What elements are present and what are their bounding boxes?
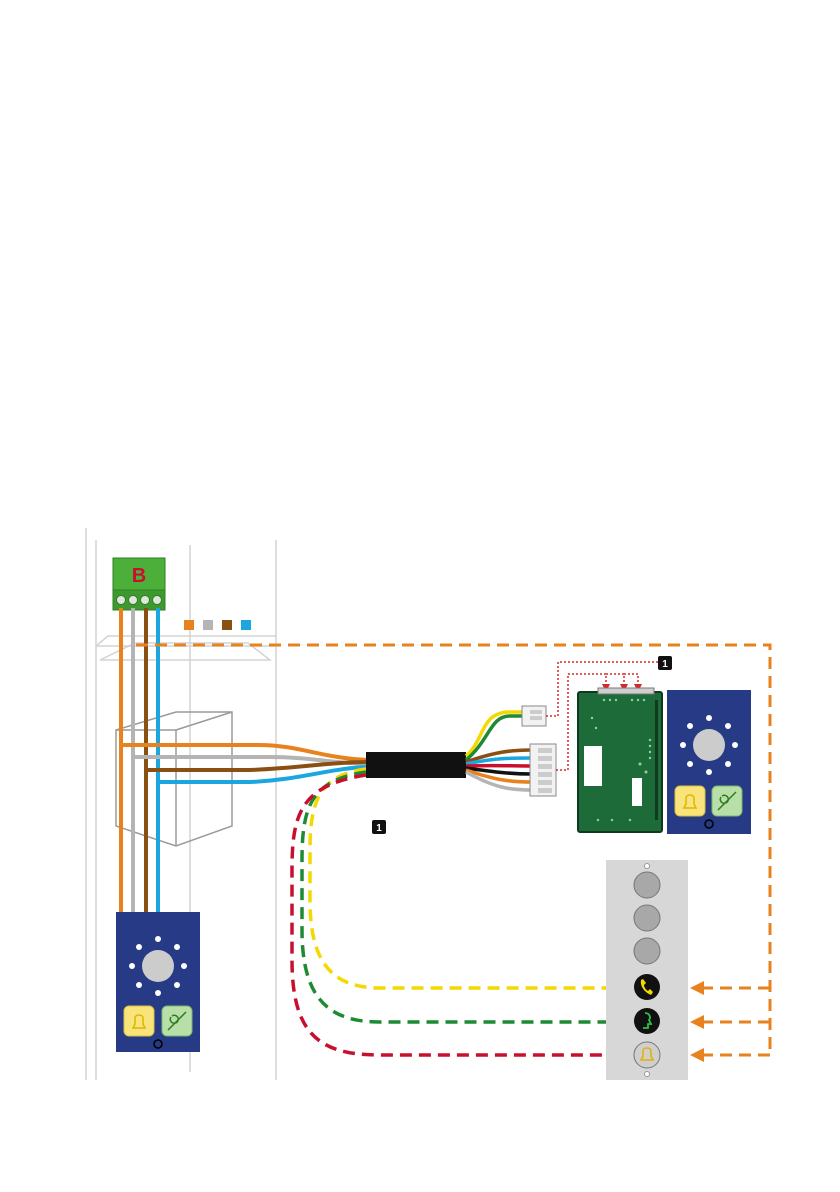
terminal-block-label: B <box>132 565 146 587</box>
keypad-panel-left <box>116 912 200 1052</box>
cable-harness <box>366 752 466 778</box>
pcb-board <box>578 688 662 832</box>
legend-swatch-brown <box>222 620 232 630</box>
legend-swatch-blue <box>241 620 251 630</box>
bell-icon-left <box>124 1006 154 1036</box>
phone-button <box>634 974 660 1000</box>
terminal-block: B <box>113 558 165 610</box>
panel-button-3 <box>634 938 660 964</box>
wire-color-legend <box>184 620 251 630</box>
callout-badge-mid: 1 <box>372 820 386 834</box>
connector-small <box>522 706 546 726</box>
panel-button-2 <box>634 905 660 931</box>
speech-button <box>634 1008 660 1034</box>
legend-swatch-grey <box>203 620 213 630</box>
dashed-loops <box>292 769 625 1055</box>
bell-icon <box>675 786 705 816</box>
callout-top-label: 1 <box>662 659 668 670</box>
button-panel <box>606 860 688 1080</box>
connector-large <box>530 744 556 796</box>
arrowheads-orange <box>690 981 704 1062</box>
callout-badge-icon: 1 <box>658 656 672 670</box>
legend-swatch-orange <box>184 620 194 630</box>
bell-button <box>634 1042 660 1068</box>
callout-mid-label: 1 <box>376 823 382 834</box>
vertical-wires <box>121 608 158 915</box>
panel-button-1 <box>634 872 660 898</box>
keypad-panel-right <box>667 690 751 834</box>
